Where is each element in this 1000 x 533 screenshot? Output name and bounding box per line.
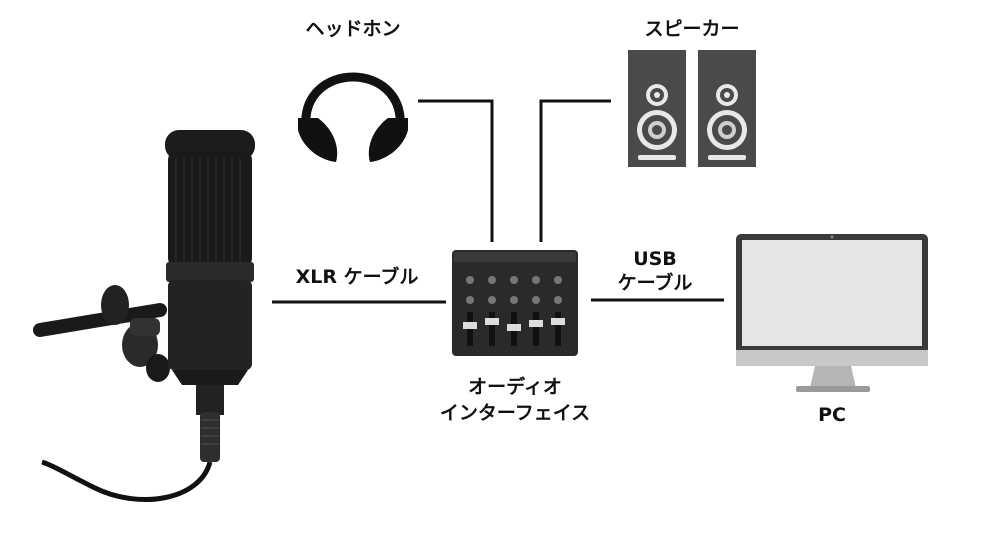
audio-interface-label-line1: オーディオ	[468, 376, 562, 398]
usb-cable-label-line1: USB	[633, 248, 677, 270]
speaker-cable-line	[539, 99, 611, 242]
microphone-icon	[165, 130, 255, 462]
pc-label: PC	[818, 404, 846, 426]
headphones-icon	[298, 72, 408, 162]
speaker-right-icon	[698, 50, 756, 167]
audio-interface-label-line2: インターフェイス	[439, 402, 591, 424]
speaker-left-icon	[628, 50, 686, 167]
usb-cable-label-line2: ケーブル	[617, 272, 693, 294]
headphones-label: ヘッドホン	[305, 18, 401, 40]
xlr-cable-label: XLR ケーブル	[295, 266, 419, 288]
headphone-cable-line	[418, 99, 494, 242]
pc-monitor-icon	[736, 234, 928, 392]
microphone-stand-icon	[33, 285, 170, 382]
speakers-label: スピーカー	[644, 18, 740, 40]
audio-interface-icon	[452, 250, 578, 356]
microphone-cable	[41, 459, 213, 502]
